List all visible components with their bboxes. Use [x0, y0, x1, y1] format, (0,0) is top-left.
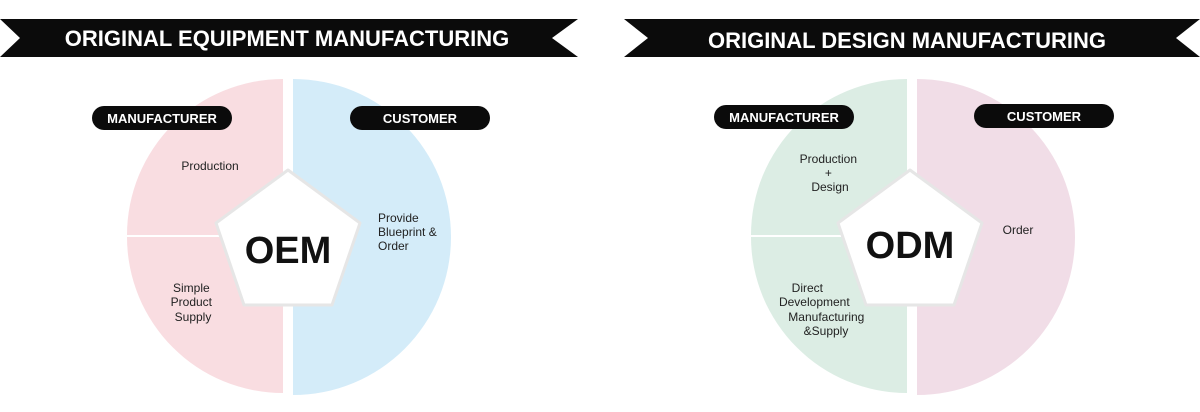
text-line: Manufacturing: [788, 310, 864, 324]
oem-manufacturer-top-text: Production: [181, 159, 238, 173]
oem-banner-title: ORIGINAL EQUIPMENT MANUFACTURING: [65, 26, 509, 51]
oem-center-pentagon: [214, 168, 362, 307]
text-line: Supply: [175, 310, 212, 324]
odm-section: ORIGINAL DESIGN MANUFACTURING ODM MANUFA…: [624, 19, 1200, 395]
text-line: Order: [1003, 223, 1034, 237]
odm-customer-label: CUSTOMER: [1007, 109, 1082, 124]
odm-manufacturer-top-text: Production + Design: [800, 152, 861, 194]
text-line: Direct: [792, 281, 824, 295]
odm-center-pentagon: [836, 168, 984, 307]
oem-customer-label: CUSTOMER: [383, 111, 458, 126]
odm-manufacturer-top-segment: [751, 79, 907, 235]
odm-banner-title: ORIGINAL DESIGN MANUFACTURING: [708, 28, 1106, 53]
text-line: Blueprint &: [378, 225, 437, 239]
text-line: Simple: [173, 281, 210, 295]
oem-customer-pill: [350, 106, 490, 130]
text-line: Design: [811, 180, 848, 194]
oem-customer-text: Provide Blueprint & Order: [378, 211, 440, 253]
odm-customer-text: Order: [1003, 223, 1034, 237]
oem-center-label: OEM: [245, 230, 332, 272]
oem-section: ORIGINAL EQUIPMENT MANUFACTURING OEM MAN…: [0, 19, 578, 395]
odm-manufacturer-label: MANUFACTURER: [729, 110, 839, 125]
text-line: Development: [779, 295, 850, 309]
text-line: Production: [181, 159, 238, 173]
oem-customer-segment: [293, 79, 451, 395]
odm-center-label: ODM: [866, 225, 955, 267]
oem-banner: [0, 19, 578, 57]
odm-manufacturer-pill: [714, 105, 854, 129]
oem-manufacturer-top-segment: [127, 79, 283, 235]
odm-banner: [624, 19, 1200, 57]
text-line: Product: [171, 295, 213, 309]
text-line: Production: [800, 152, 857, 166]
oem-manufacturer-pill: [92, 106, 232, 130]
text-line: Order: [378, 239, 409, 253]
odm-customer-segment: [917, 79, 1075, 395]
odm-customer-pill: [974, 104, 1114, 128]
odm-manufacturer-bottom-text: Direct Development Manufacturing &Supply: [779, 281, 868, 338]
text-line: +: [825, 166, 832, 180]
oem-manufacturer-bottom-text: Simple Product Supply: [171, 281, 216, 324]
text-line: Provide: [378, 211, 419, 225]
text-line: &Supply: [804, 324, 849, 338]
oem-manufacturer-label: MANUFACTURER: [107, 111, 217, 126]
